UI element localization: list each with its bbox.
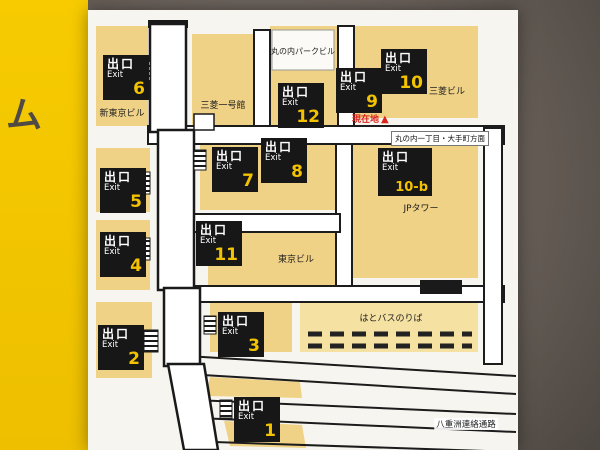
exit-badge-7: 出口 Exit 7	[212, 147, 258, 192]
exit-label-jp: 出口	[265, 140, 294, 154]
exit-label-en: Exit	[104, 247, 121, 257]
label-jp-tower: JPタワー	[403, 204, 439, 214]
exit-label-jp: 出口	[216, 149, 245, 163]
exit-label-en: Exit	[385, 64, 402, 74]
exit-label-en: Exit	[238, 412, 255, 422]
exit-number: 5	[130, 192, 142, 212]
exit-badge-11: 出口 Exit 11	[196, 221, 242, 266]
exit-label-en: Exit	[340, 83, 357, 93]
direction-sign: 丸の内一丁目・大手町方面	[391, 131, 489, 146]
exit-label-jp: 出口	[385, 51, 414, 65]
exit-badge-8: 出口 Exit 8	[261, 138, 307, 183]
exit-label-en: Exit	[222, 327, 239, 337]
exit-badge-3: 出口 Exit 3	[218, 312, 264, 357]
exit-badge-9: 出口 Exit 9	[336, 68, 382, 113]
exit-label-jp: 出口	[104, 170, 133, 184]
current-location-text: 現在地	[352, 115, 380, 125]
label-tokyo-bldg: 東京ビル	[277, 255, 315, 265]
current-location: 現在地▲	[352, 112, 389, 125]
exit-label-jp: 出口	[238, 399, 267, 413]
exit-badge-12: 出口 Exit 12	[278, 83, 324, 128]
exit-map-sign	[88, 10, 518, 450]
exit-number: 4	[130, 256, 142, 276]
exit-number: 10	[399, 73, 423, 93]
exit-label-en: Exit	[104, 183, 121, 193]
exit-badge-4: 出口 Exit 4	[100, 232, 146, 277]
exit-label-en: Exit	[382, 163, 399, 173]
exit-badge-5: 出口 Exit 5	[100, 168, 146, 213]
exit-label-jp: 出口	[107, 57, 136, 71]
exit-badge-1: 出口 Exit 1	[234, 397, 280, 442]
exit-number: 12	[296, 107, 320, 127]
exit-label-jp: 出口	[282, 85, 311, 99]
exit-number: 8	[291, 162, 303, 182]
exit-label-jp: 出口	[104, 234, 133, 248]
exit-badge-2: 出口 Exit 2	[98, 325, 144, 370]
exit-number: 10-b	[395, 180, 428, 195]
label-shin-tokyo-bldg: 新東京ビル	[99, 109, 145, 119]
label-mitsubishi-bldg: 三菱ビル	[428, 87, 466, 97]
exit-label-jp: 出口	[200, 223, 229, 237]
exit-number: 9	[366, 92, 378, 112]
exit-label-jp: 出口	[222, 314, 251, 328]
exit-badge-6: 出口 Exit 6	[103, 55, 149, 100]
exit-label-en: Exit	[107, 70, 124, 80]
exit-label-en: Exit	[265, 153, 282, 163]
exit-number: 6	[133, 79, 145, 99]
label-marunouchi-park-bldg: 丸の内パークビル	[271, 47, 335, 56]
label-yaesu-passage: 八重洲連絡通路	[434, 418, 498, 430]
exit-number: 11	[214, 245, 238, 265]
current-location-marker-icon: ▲	[381, 114, 389, 125]
exit-label-en: Exit	[200, 236, 217, 246]
exit-label-en: Exit	[282, 98, 299, 108]
exit-label-en: Exit	[216, 162, 233, 172]
exit-number: 7	[242, 171, 254, 191]
label-mitsubishi-ichigokan: 三菱一号館	[200, 101, 246, 111]
exit-badge-10b: 出口 Exit 10-b	[378, 148, 432, 196]
exit-label-jp: 出口	[102, 327, 131, 341]
exit-label-en: Exit	[102, 340, 119, 350]
exit-label-jp: 出口	[382, 150, 411, 164]
label-hato-bus: はとバスのりば	[359, 314, 423, 324]
exit-number: 2	[128, 349, 140, 369]
exit-number: 3	[248, 336, 260, 356]
exit-number: 1	[264, 421, 276, 441]
yellow-side-band: ム	[0, 0, 88, 450]
exit-badge-10: 出口 Exit 10	[381, 49, 427, 94]
exit-label-jp: 出口	[340, 70, 369, 84]
band-partial-text: ム	[6, 95, 43, 136]
